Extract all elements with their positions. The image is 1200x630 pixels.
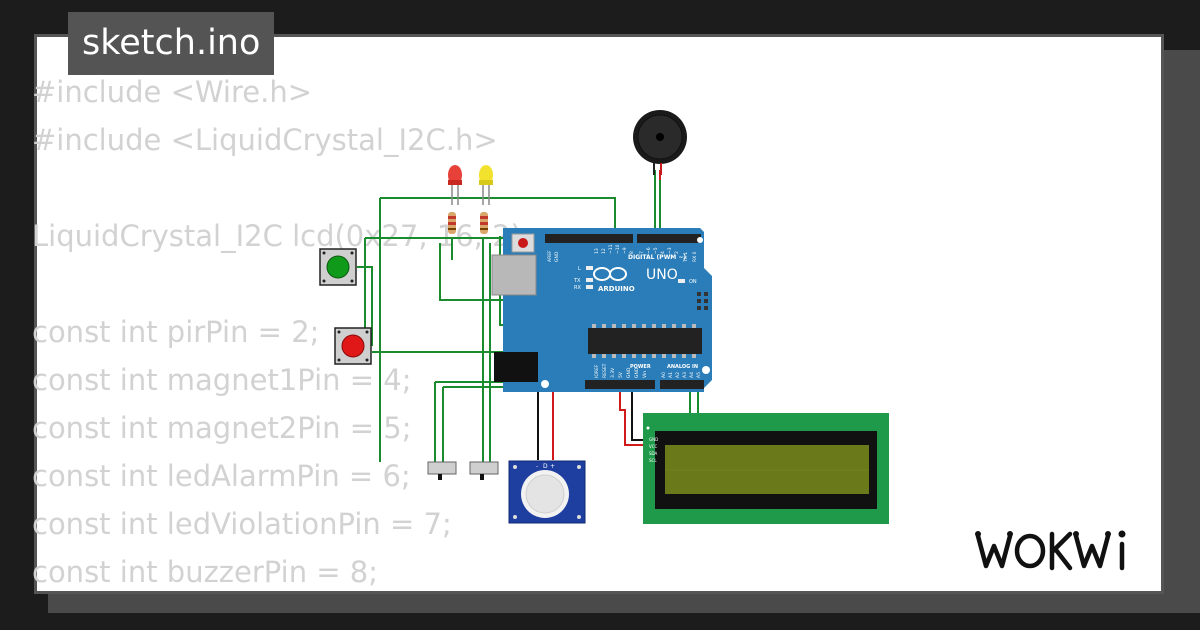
gnd-pin-label: GND xyxy=(554,251,560,262)
power-pin-label: 5V xyxy=(618,371,624,378)
power-pin-label: 3.3V xyxy=(610,367,616,378)
code-line: const int buzzerPin = 8; xyxy=(32,555,379,589)
on-led-label: ON xyxy=(689,279,697,285)
lcd-pin-label: VCC xyxy=(649,444,658,449)
digital-pin-label: 2 xyxy=(674,251,680,254)
magnet-switch[interactable] xyxy=(469,461,499,480)
led-red[interactable] xyxy=(448,165,462,205)
power-pin-label: GND xyxy=(634,367,640,378)
analog-pin-label: A3 xyxy=(682,372,688,378)
resistor[interactable] xyxy=(480,212,488,234)
power-pin-label: Vin xyxy=(642,371,648,378)
tx-led-label: TX xyxy=(573,278,581,284)
board-brand-label: ARDUINO xyxy=(598,285,635,293)
code-line: const int magnet2Pin = 5; xyxy=(32,411,412,445)
digital-pin-label: 13 xyxy=(594,248,600,254)
sketch-filename-tab[interactable]: sketch.ino xyxy=(68,12,275,75)
analog-pin-label: A2 xyxy=(675,372,681,378)
analog-pin-label: A4 xyxy=(689,372,695,378)
code-line: const int ledAlarmPin = 6; xyxy=(32,459,411,493)
code-line: #include <Wire.h> xyxy=(32,75,313,109)
code-line: const int ledViolationPin = 7; xyxy=(32,507,452,541)
digital-pin-label: ~6 xyxy=(646,247,652,254)
analog-pin-label: A0 xyxy=(661,372,667,378)
digital-pin-label: 7 xyxy=(639,251,645,254)
lcd-display[interactable]: GND VCC SDA SCL xyxy=(643,413,889,524)
code-line: LiquidCrystal_I2C lcd(0x27, 16, 2); xyxy=(32,219,532,253)
analog-header-label: ANALOG IN xyxy=(667,364,698,370)
digital-pin-label: ~10 xyxy=(615,244,621,254)
digital-pin-label: ~9 xyxy=(622,247,628,254)
digital-header-label: DIGITAL (PWM ~) xyxy=(628,254,686,261)
lcd-pin-label: SCL xyxy=(649,458,657,463)
power-pin-label: IOREF xyxy=(594,364,600,378)
wire xyxy=(442,386,540,462)
digital-pin-label: 4 xyxy=(660,251,666,254)
buzzer[interactable] xyxy=(633,110,687,175)
resistor[interactable] xyxy=(448,212,456,234)
wire xyxy=(631,384,648,441)
l-led-label: L xyxy=(578,266,581,272)
analog-pin-label: A5 xyxy=(696,372,702,378)
code-line: const int magnet1Pin = 4; xyxy=(32,363,412,397)
arduino-uno-board[interactable]: UNO ARDUINO DIGITAL (PWM ~) POWER ANALOG… xyxy=(491,228,712,392)
board-name-label: UNO xyxy=(646,267,678,283)
pir-pin-label: - xyxy=(536,463,538,470)
led-yellow[interactable] xyxy=(479,165,493,205)
code-line: #include <LiquidCrystal_I2C.h> xyxy=(32,123,498,157)
rx-led-label: RX xyxy=(574,285,581,291)
push-button-green[interactable] xyxy=(319,248,357,286)
digital-pin-label: RX 0 xyxy=(692,251,698,262)
wire xyxy=(482,237,491,462)
pir-pin-label: + xyxy=(550,463,555,470)
digital-pin-label: ~5 xyxy=(653,247,659,254)
digital-pin-label: ~3 xyxy=(667,247,673,254)
lcd-pin-label: GND xyxy=(649,437,658,442)
digital-pin-label: ~11 xyxy=(608,244,614,254)
power-pin-label: RESET xyxy=(602,363,608,378)
wokwi-logo[interactable] xyxy=(972,524,1152,576)
power-pin-label: GND xyxy=(626,367,632,378)
wire xyxy=(654,170,661,236)
digital-pin-label: 12 xyxy=(601,248,607,254)
code-line: const int pirPin = 2; xyxy=(32,315,320,349)
power-header-label: POWER xyxy=(630,364,651,370)
code-preview: #include <Wire.h> #include <LiquidCrystal… xyxy=(32,68,532,596)
push-button-red[interactable] xyxy=(334,327,372,365)
digital-pin-label: 8 xyxy=(629,251,635,254)
magnet-switch[interactable] xyxy=(427,461,457,480)
digital-pin-label: TX 1 xyxy=(683,252,689,263)
wire xyxy=(619,384,648,446)
lcd-pin-label: SDA xyxy=(649,451,658,456)
pir-pin-label: D xyxy=(543,463,548,470)
analog-pin-label: A1 xyxy=(668,372,674,378)
aref-pin-label: AREF xyxy=(547,250,553,262)
pir-motion-sensor[interactable]: - D + xyxy=(508,460,586,524)
